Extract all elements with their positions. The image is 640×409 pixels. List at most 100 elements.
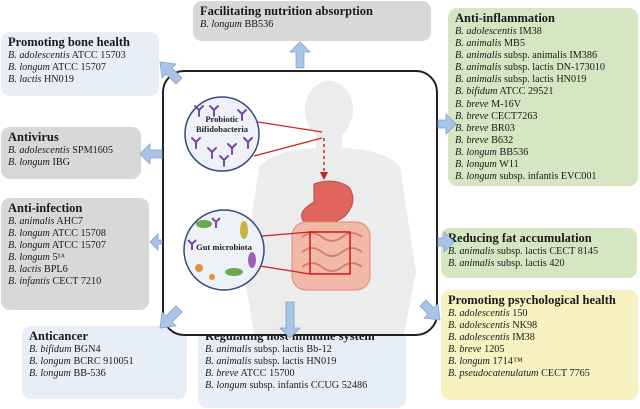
strain-name: HN019 <box>41 74 74 86</box>
strain-item: B. longum ATCC 15707 <box>8 240 142 252</box>
species-name: B. breve <box>455 110 489 122</box>
strain-name: SPM1605 <box>69 145 113 156</box>
strain-name: ATCC 15707 <box>49 62 106 74</box>
species-name: B. breve <box>205 368 239 380</box>
species-name: B. animalis <box>455 38 502 50</box>
strain-item: B. breve BR03 <box>455 123 631 135</box>
strain-item: B. breve 1205 <box>448 344 631 356</box>
species-name: B. adolescentis <box>8 145 70 156</box>
species-name: B. adolescentis <box>448 320 510 332</box>
strain-item: B. longum 5¹ᴬ <box>8 252 142 264</box>
strain-name: ATCC 29521 <box>497 86 554 98</box>
strain-item: B. lactis BPL6 <box>8 264 142 276</box>
species-name: B. longum <box>455 171 497 183</box>
strain-item: B. animalis subsp. lactis 420 <box>448 258 630 270</box>
gut-microbiota-label: Gut microbiota <box>196 242 253 252</box>
species-name: B. longum <box>29 368 71 380</box>
anticancer-title: Anticancer <box>29 329 89 343</box>
gut-microbiota-circle: Gut microbiota <box>183 209 265 291</box>
strain-item: B. infantis CECT 7210 <box>8 276 142 288</box>
arrow-down-icon <box>279 301 301 339</box>
strain-name: IM38 <box>509 332 535 344</box>
species-name: B. lactis <box>8 74 42 86</box>
strain-name: CECT 7765 <box>538 368 590 380</box>
strain-item: B. longum ATCC 15707 <box>8 62 152 74</box>
strain-name: subsp. lactis HN019 <box>501 74 587 86</box>
arrow-right-icon <box>437 231 455 253</box>
species-name: B. breve <box>455 98 489 110</box>
strain-item: B. adolescentis NK98 <box>448 320 631 332</box>
species-name: B. longum <box>8 252 50 264</box>
species-name: B. animalis <box>455 74 502 86</box>
strain-name: CECT7263 <box>488 110 538 122</box>
species-name: B. bifidum <box>29 344 72 355</box>
arrow-down-right-icon <box>419 299 441 321</box>
arrow-up-left-icon <box>159 61 183 85</box>
strain-name: 1205 <box>481 344 505 356</box>
strain-name: subsp. lactis Bb-12 <box>251 344 332 355</box>
strain-item: B. breve B632 <box>455 135 631 147</box>
species-name: B. animalis <box>455 50 502 62</box>
strain-item: B. bifidum ATCC 29521 <box>455 86 631 98</box>
bacteria-icons <box>191 105 253 167</box>
species-name: B. animalis <box>448 258 495 270</box>
strain-item: B. adolescentis 150 <box>448 308 631 320</box>
arrow-left-icon <box>139 143 163 165</box>
strain-item: B. bifidum BGN4 <box>29 344 180 356</box>
species-name: B. longum <box>8 240 50 252</box>
species-name: B. longum <box>29 356 71 368</box>
strain-name: CECT 7210 <box>49 276 102 288</box>
strain-item: B. animalis subsp. animalis IM386 <box>455 50 631 62</box>
stomach <box>301 180 354 226</box>
strain-item: B. animalis MB5 <box>455 38 631 50</box>
antivirus-title: Antivirus <box>8 130 59 144</box>
strain-item: B. breve M-16V <box>455 99 631 111</box>
strain-item: B. animalis subsp. lactis HN019 <box>205 356 399 368</box>
species-name: B. breve <box>455 134 489 146</box>
species-name: B. breve <box>455 122 489 134</box>
strain-name: subsp. lactis CECT 8145 <box>494 246 599 257</box>
strain-name: 150 <box>509 308 528 319</box>
strain-name: AHC7 <box>54 216 84 227</box>
strain-item: B. longum ATCC 15708 <box>8 228 142 240</box>
strain-item: B. breve CECT7263 <box>455 111 631 123</box>
probiotic-label-2: Bifidobacteria <box>196 124 249 134</box>
species-name: B. adolescentis <box>448 332 510 344</box>
strain-name: ATCC 15708 <box>49 228 106 240</box>
species-name: B. animalis <box>205 356 252 368</box>
species-name: B. adolescentis <box>455 26 517 37</box>
species-name: B. animalis <box>455 62 502 74</box>
bone-title: Promoting bone health <box>8 35 130 49</box>
strain-name: ATCC 15707 <box>49 240 106 252</box>
strain-name: subsp. infantis EVC001 <box>496 171 597 183</box>
species-name: B. lactis <box>8 264 42 276</box>
strain-item: B. animalis subsp. lactis Bb-12 <box>205 344 399 356</box>
strain-item: B. longum BB536 <box>455 147 631 159</box>
arrow-up-icon <box>289 41 311 69</box>
antiinflammation-title: Anti-inflammation <box>455 11 555 25</box>
strain-item: B. longum BCRC 910051 <box>29 356 180 368</box>
species-name: B. longum <box>205 380 247 392</box>
strain-item: B. animalis subsp. lactis CECT 8145 <box>448 246 630 258</box>
strain-name: BCRC 910051 <box>70 356 134 368</box>
antiinfection-title: Anti-infection <box>8 201 83 215</box>
strain-name: BGN4 <box>71 344 101 355</box>
strain-name: 5¹ᴬ <box>49 252 65 264</box>
strain-name: ATCC 15703 <box>69 50 126 61</box>
central-illustration: Probiotic Bifidobacteria <box>162 70 438 336</box>
species-name: B. longum <box>200 19 242 30</box>
strain-name: BPL6 <box>41 264 68 276</box>
strain-name: subsp. lactis 420 <box>494 258 565 270</box>
strain-name: subsp. lactis HN019 <box>251 356 337 368</box>
strain-name: M-16V <box>488 98 522 110</box>
strain-name: BB536 <box>241 19 274 30</box>
strain-item: B. animalis subsp. lactis HN019 <box>455 74 631 86</box>
species-name: B. adolescentis <box>448 308 510 319</box>
